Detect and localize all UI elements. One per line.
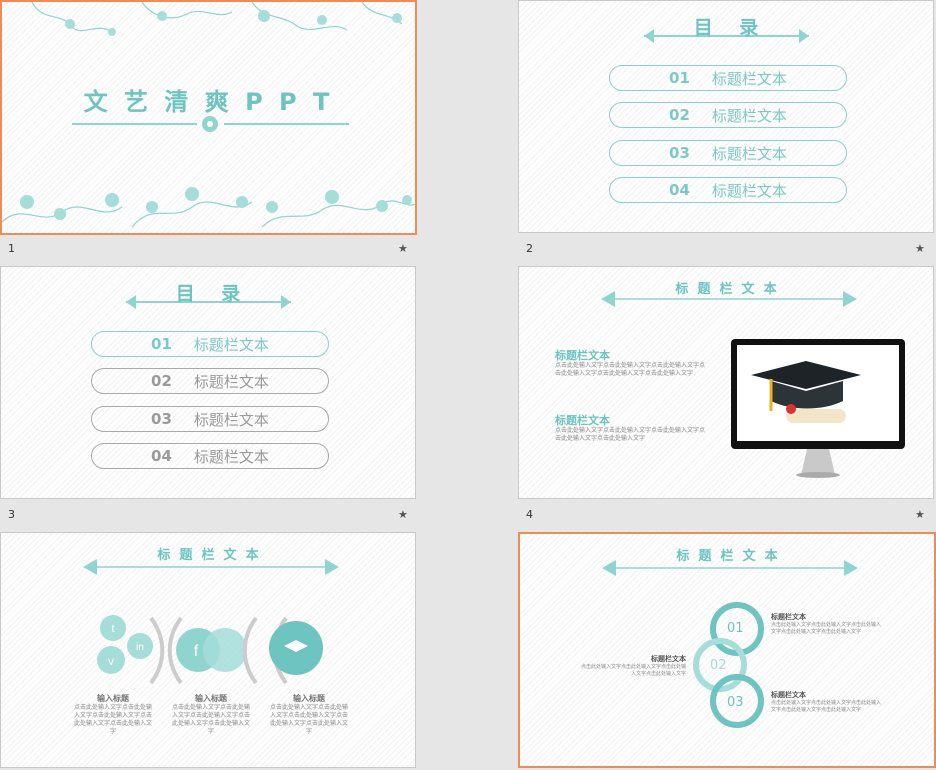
cover-title: 文 艺 清 爽 P P T <box>83 88 334 116</box>
block-text: 点击此处输入文字点击此处输入文字点击此处输入文字点击此处输入文字点击此处输入文字… <box>555 362 706 377</box>
monitor-graduation-cap-image <box>731 339 905 478</box>
slide-heading: 标 题 栏 文 本 <box>157 548 259 563</box>
floral-top-decoration <box>31 2 403 36</box>
star-icon[interactable]: ★ <box>915 242 925 255</box>
svg-text:v: v <box>108 654 114 668</box>
slide-number-4: 4 <box>526 508 533 521</box>
step-number: 01 <box>727 621 744 636</box>
slide-thumbnail-6[interactable]: 标 题 栏 文 本 01 02 03 标题栏文本 点击此处输入文字点击此处输入文… <box>518 532 936 768</box>
title-divider-ornament <box>72 116 349 132</box>
svg-text:t: t <box>111 623 114 635</box>
block-title: 标题栏文本 <box>555 414 610 427</box>
star-icon[interactable]: ★ <box>398 508 408 521</box>
heading-ornament <box>601 291 857 307</box>
block-title: 标题栏文本 <box>555 349 610 362</box>
star-icon[interactable]: ★ <box>915 508 925 521</box>
slide-number-3: 3 <box>8 508 15 521</box>
social-icons-graphic: t in v f <box>97 615 323 685</box>
slide-thumbnail-5[interactable]: 标 题 栏 文 本 t in v f 输入标题 点击此处输入文字点击此处输入文字… <box>0 532 416 768</box>
heading-ornament <box>602 560 858 576</box>
step-text-block: 标题栏文本 点击此处输入文字点击此处输入文字点击此处输入文字点击此处输入文字 <box>580 655 686 677</box>
step-number: 03 <box>727 695 744 710</box>
slide-thumbnail-4[interactable]: 标 题 栏 文 本 标题栏文本 点击此处输入文字点击此处输入文字点击此处输入文字… <box>518 266 934 499</box>
block-text: 点击此处输入文字点击此处输入文字点击此处输入文字点击此处输入文字点击此处输入文字 <box>555 427 706 442</box>
info-column: 输入标题 点击此处输入文字点击此处输入文字点击此处输入文字点击此处输入文字点击此… <box>269 694 348 735</box>
slide-heading: 标 题 栏 文 本 <box>675 282 777 297</box>
process-cycle-graphic <box>693 602 764 728</box>
heading-ornament <box>83 559 339 575</box>
slide-number-1: 1 <box>8 242 15 255</box>
slide-thumbnail-1[interactable]: 文 艺 清 爽 P P T <box>0 0 417 235</box>
slide-number-2: 2 <box>526 242 533 255</box>
heading-ornament <box>644 29 809 43</box>
toc-heading: 目 录 <box>693 17 759 39</box>
toc-heading: 目 录 <box>175 283 241 305</box>
floral-bottom-decoration <box>2 187 415 228</box>
star-icon[interactable]: ★ <box>398 242 408 255</box>
heading-ornament <box>126 295 291 309</box>
slide-heading: 标 题 栏 文 本 <box>676 549 778 564</box>
svg-text:f: f <box>194 643 199 660</box>
step-text-block: 标题栏文本 点击此处输入文字点击此处输入文字点击此处输入文字点击此处输入文字点击… <box>771 691 882 713</box>
step-number: 02 <box>710 658 727 673</box>
info-column: 输入标题 点击此处输入文字点击此处输入文字点击此处输入文字点击此处输入文字点击此… <box>171 694 250 735</box>
step-text-block: 标题栏文本 点击此处输入文字点击此处输入文字点击此处输入文字点击此处输入文字点击… <box>771 613 882 635</box>
info-column: 输入标题 点击此处输入文字点击此处输入文字点击此处输入文字点击此处输入文字点击此… <box>73 694 152 735</box>
svg-text:in: in <box>136 642 144 653</box>
